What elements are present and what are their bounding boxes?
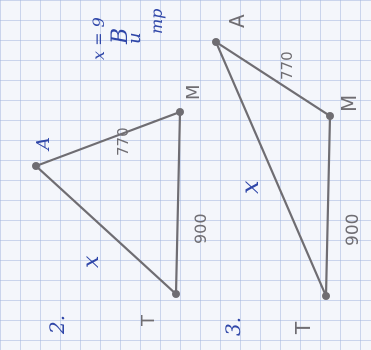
vertex-2-apex — [32, 162, 40, 170]
note-line-3: u — [124, 32, 145, 44]
vertex-3-right — [326, 112, 334, 120]
side-3-am-label: 770 — [278, 51, 296, 80]
vertex-3-right-label: M — [337, 95, 361, 112]
side-3-at-label: x — [236, 180, 264, 194]
side-2-at-label: x — [79, 255, 104, 268]
triangle-3-outline — [213, 39, 332, 297]
note-line-1: x = 9 — [89, 17, 108, 60]
vertex-2-right-label: M — [183, 84, 204, 100]
side-2-am-label: 770 — [114, 127, 132, 156]
vertex-3-apex — [212, 38, 220, 46]
side-3-mt-label: 900 — [343, 214, 363, 246]
vertex-2-bottom-label: T — [138, 314, 159, 327]
top-ink-note: x = 9 B u тр — [89, 9, 166, 60]
problem-2-number: 2. — [45, 315, 69, 335]
vertex-3-bottom — [322, 292, 330, 300]
triangle-problem-3: A M T 770 900 x 3. — [212, 14, 363, 336]
vertex-2-apex-label: A — [33, 137, 54, 152]
vertex-3-bottom-label: T — [291, 321, 315, 335]
vertex-2-right — [176, 108, 184, 116]
note-line-4: тр — [147, 9, 166, 34]
vertex-3-apex-label: A — [225, 14, 249, 28]
triangle-problem-2: A M T 770 900 x 2. — [32, 84, 210, 335]
note-line-2: B — [108, 28, 133, 45]
side-2-mt-label: 900 — [191, 213, 210, 244]
problem-3-number: 3. — [221, 317, 245, 336]
vertex-2-bottom — [172, 290, 180, 298]
triangle-2-outline — [33, 110, 182, 297]
